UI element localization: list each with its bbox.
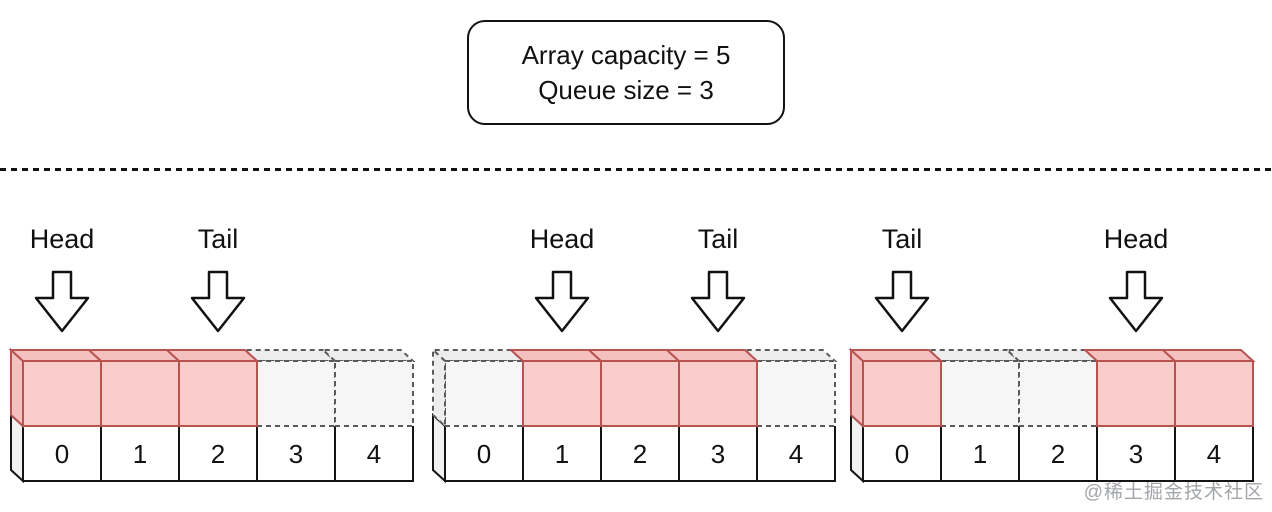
index-cell	[757, 426, 835, 481]
queue-cell-top-face	[86, 349, 182, 362]
index-cell	[23, 426, 101, 481]
index-label: 3	[289, 439, 303, 469]
down-arrow-icon	[690, 270, 746, 333]
index-label: 0	[895, 439, 909, 469]
pointer-label-head: Head	[1104, 224, 1169, 254]
capacity-info-box: Array capacity = 5 Queue size = 3	[467, 20, 785, 125]
queue-cell-top-face	[508, 349, 604, 362]
down-arrow-icon	[534, 270, 590, 333]
index-cell	[941, 426, 1019, 481]
queue-row-side-face	[850, 347, 864, 429]
queue-cell-3-filled	[1096, 360, 1176, 427]
index-cell	[179, 426, 257, 481]
queue-cell-top-face	[1082, 349, 1178, 362]
queue-cell-top-face	[1004, 349, 1100, 362]
capacity-line: Array capacity = 5	[521, 39, 731, 70]
queue-cell-3-empty	[256, 360, 336, 427]
queue-cell-top-face	[586, 349, 682, 362]
pointer-label-head: Head	[530, 224, 595, 254]
queue-cell-3-filled	[678, 360, 758, 427]
queue-cell-top-face	[430, 349, 526, 362]
queue-cell-2-filled	[178, 360, 258, 427]
index-label: 0	[477, 439, 491, 469]
dashed-divider	[0, 168, 1272, 171]
pointer-label-tail: Tail	[698, 224, 739, 254]
queue-cell-0-filled	[22, 360, 102, 427]
queue-cell-1-filled	[100, 360, 180, 427]
down-arrow-icon	[874, 270, 930, 333]
index-label: 0	[55, 439, 69, 469]
index-label: 4	[1207, 439, 1221, 469]
queue-state-1: 0 1 2 3 4 Head Tail	[8, 224, 416, 484]
queue-cell-top-face	[242, 349, 338, 362]
index-cell-border	[1174, 426, 1254, 482]
index-cell	[1175, 426, 1253, 481]
queue-cell-top-face	[926, 349, 1022, 362]
queue-cell-top-face	[848, 349, 944, 362]
index-cell	[1019, 426, 1097, 481]
index-cell	[863, 426, 941, 481]
queue-state-2: 0 1 2 3 4 Head Tail	[430, 224, 838, 484]
queue-cell-top-face	[1160, 349, 1256, 362]
pointer-label-head: Head	[30, 224, 95, 254]
index-cell	[445, 426, 523, 481]
index-cell	[679, 426, 757, 481]
index-label: 4	[789, 439, 803, 469]
queue-state-3: 0 1 2 3 4 Tail Head	[848, 224, 1256, 484]
index-cell	[257, 426, 335, 481]
queue-cell-2-filled	[600, 360, 680, 427]
queue-cell-0-filled	[862, 360, 942, 427]
index-cell-border	[756, 426, 836, 482]
index-cell	[335, 426, 413, 481]
index-cell	[523, 426, 601, 481]
queue-row-side-face	[10, 347, 24, 429]
index-label: 3	[711, 439, 725, 469]
queue-cell-4-empty	[756, 360, 836, 427]
index-label: 4	[367, 439, 381, 469]
index-label: 2	[633, 439, 647, 469]
queue-cell-1-filled	[522, 360, 602, 427]
queue-cell-2-empty	[1018, 360, 1098, 427]
queue-cell-0-empty	[444, 360, 524, 427]
index-label: 1	[555, 439, 569, 469]
pointer-label-tail: Tail	[198, 224, 239, 254]
index-cell	[101, 426, 179, 481]
pointer-label-tail: Tail	[882, 224, 923, 254]
index-label: 2	[1051, 439, 1065, 469]
watermark-text: @稀土掘金技术社区	[1083, 482, 1264, 503]
queue-cell-top-face	[320, 349, 416, 362]
queue-cell-4-filled	[1174, 360, 1254, 427]
queue-size-line: Queue size = 3	[538, 74, 714, 105]
queue-row-side-face	[432, 347, 446, 429]
down-arrow-icon	[1108, 270, 1164, 333]
index-row-side-face	[432, 412, 446, 484]
queue-cell-top-face	[164, 349, 260, 362]
index-cell	[601, 426, 679, 481]
queue-cell-4-empty	[334, 360, 414, 427]
down-arrow-icon	[190, 270, 246, 333]
queue-cell-1-empty	[940, 360, 1020, 427]
index-label: 1	[973, 439, 987, 469]
queue-cell-top-face	[742, 349, 838, 362]
index-cell-border	[334, 426, 414, 482]
index-cell	[1097, 426, 1175, 481]
queue-cell-top-face	[664, 349, 760, 362]
queue-cell-top-face	[8, 349, 104, 362]
down-arrow-icon	[34, 270, 90, 333]
index-label: 1	[133, 439, 147, 469]
index-label: 2	[211, 439, 225, 469]
index-label: 3	[1129, 439, 1143, 469]
